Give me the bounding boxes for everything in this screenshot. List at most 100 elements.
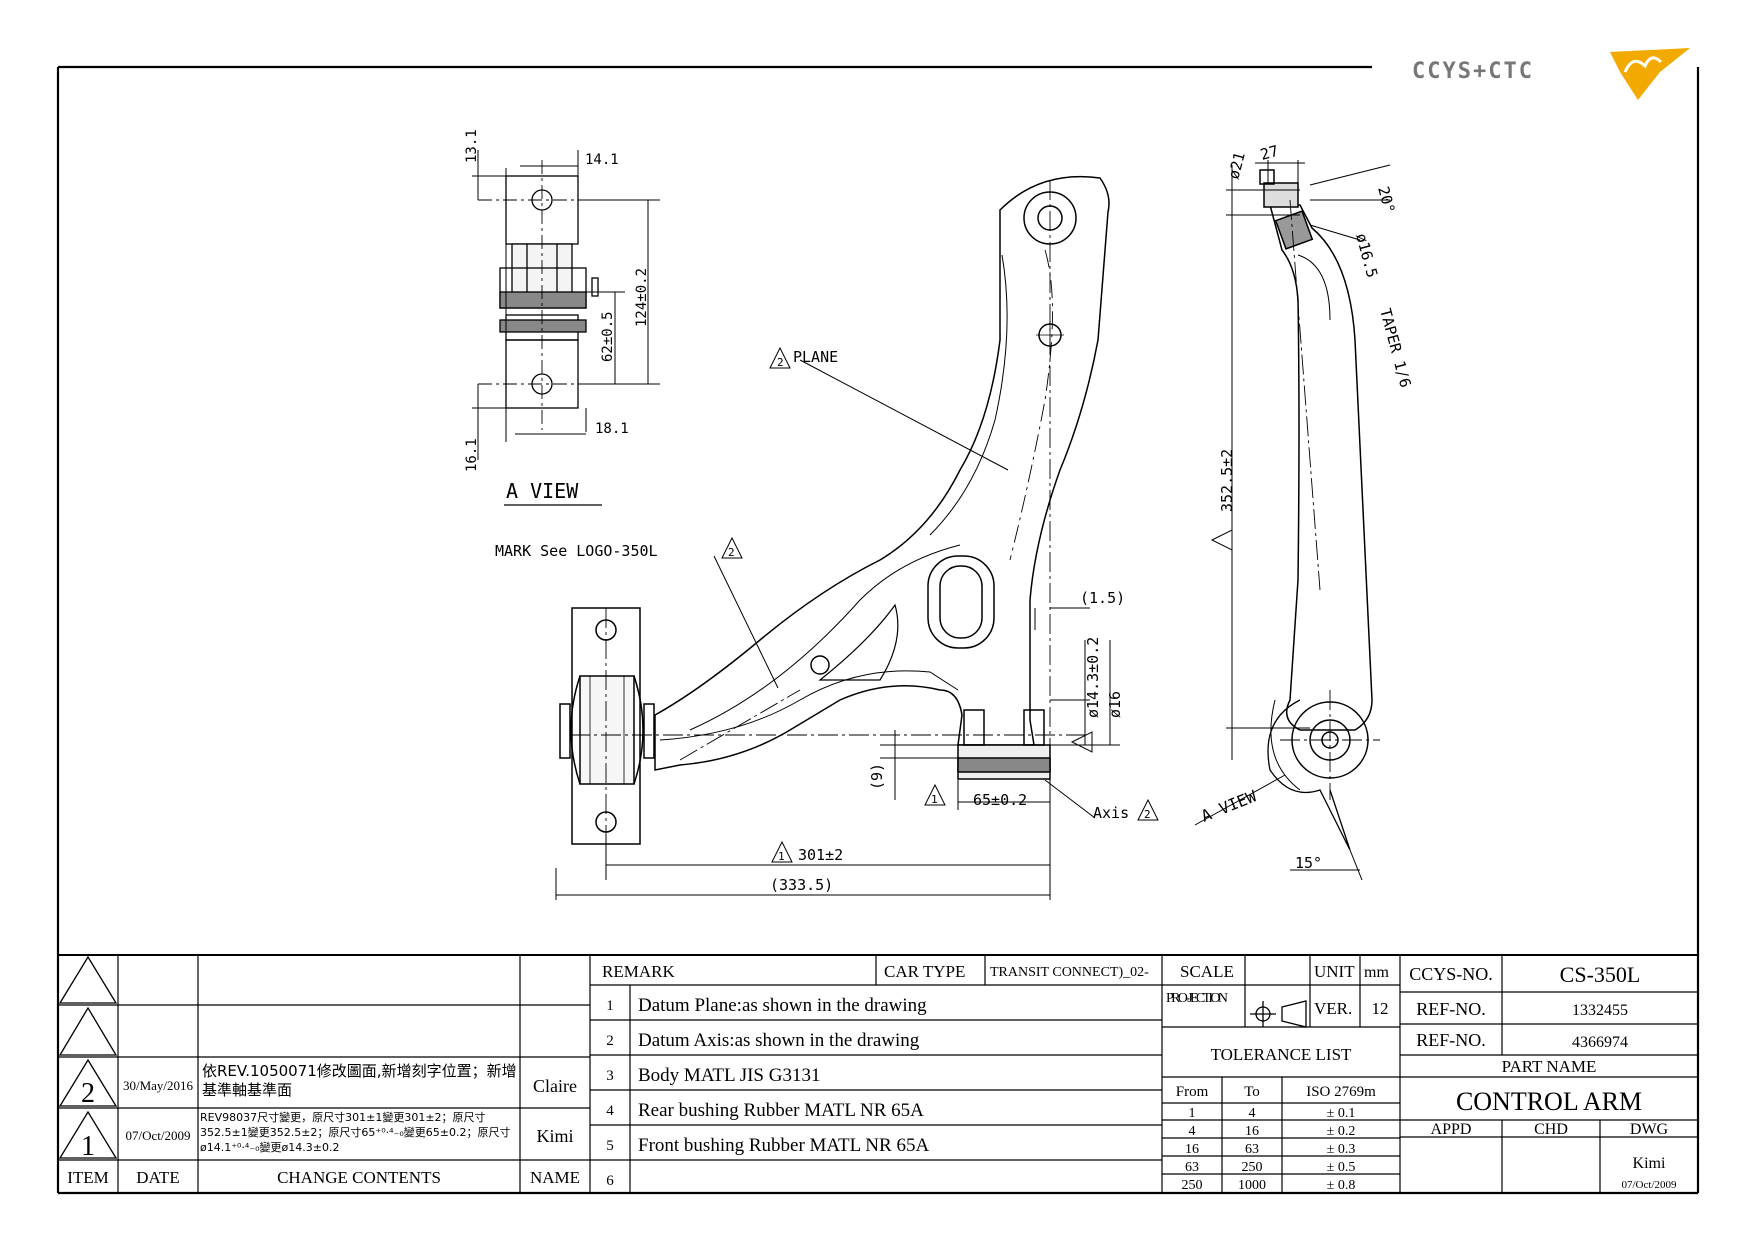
svg-text:4: 4 xyxy=(1189,1124,1196,1139)
dwg-date: 07/Oct/2009 xyxy=(1622,1179,1677,1191)
dim-16-1: 16.1 xyxy=(464,438,480,472)
dim-13-1: 13.1 xyxy=(464,129,480,163)
remark-4: Rear bushing Rubber MATL NR 65A xyxy=(638,1100,924,1121)
dim-301-flag: 1 xyxy=(778,850,785,863)
ver-value: 12 xyxy=(1372,999,1389,1018)
revision-2-date: 30/May/2016 xyxy=(123,1078,194,1093)
unit-label: UNIT xyxy=(1314,962,1355,981)
spec-block: SCALE UNIT mm PRO-JECTION VER. 12 TOLERA… xyxy=(1166,962,1389,1193)
dwg-label: DWG xyxy=(1630,1121,1669,1138)
plane-flag: 2 xyxy=(777,356,784,369)
svg-text:4: 4 xyxy=(1249,1106,1256,1121)
flag-1: 1 xyxy=(931,793,938,806)
dim-20deg: 20° xyxy=(1374,184,1398,215)
main-view-labels: 2 PLANE MARK See LOGO-350L 2 (1.5) ø14.3… xyxy=(495,346,1159,894)
svg-text:5: 5 xyxy=(606,1138,614,1154)
revision-1-date: 07/Oct/2009 xyxy=(126,1128,191,1143)
svg-text:2: 2 xyxy=(606,1033,614,1049)
svg-text:1: 1 xyxy=(1189,1106,1196,1121)
a-view-title: A VIEW xyxy=(506,479,579,503)
part-name-value: CONTROL ARM xyxy=(1456,1087,1642,1116)
ccys-no-label: CCYS-NO. xyxy=(1409,964,1493,984)
dim-14-1: 14.1 xyxy=(585,152,619,168)
header-name: NAME xyxy=(530,1168,580,1187)
dim-124: 124±0.2 xyxy=(634,268,650,327)
svg-text:16: 16 xyxy=(1245,1124,1259,1139)
revision-2-item: 2 xyxy=(81,1078,95,1109)
dim-65: 65±0.2 xyxy=(973,791,1027,809)
dim-27: 27 xyxy=(1258,142,1280,164)
dim-62: 62±0.5 xyxy=(600,311,616,362)
header-item: ITEM xyxy=(67,1168,109,1187)
side-a-view-label: A VIEW xyxy=(1198,786,1259,825)
ref-no-value-1: 1332455 xyxy=(1572,1002,1628,1019)
dim-352-5: 352.5±2 xyxy=(1218,449,1236,512)
projection-symbol-icon xyxy=(1250,1000,1307,1028)
ref-no-label-1: REF-NO. xyxy=(1416,999,1486,1019)
remark-table: REMARK CAR TYPE TRANSIT CONNECT)_02- 1 D… xyxy=(602,962,1149,1189)
dim-9: (9) xyxy=(868,763,886,790)
revision-1-name: Kimi xyxy=(536,1126,573,1146)
chd-label: CHD xyxy=(1534,1121,1568,1138)
control-arm-main-view xyxy=(559,175,1110,880)
svg-text:± 0.5: ± 0.5 xyxy=(1327,1160,1356,1175)
svg-text:± 0.8: ± 0.8 xyxy=(1327,1178,1356,1193)
dim-15deg: 15° xyxy=(1295,854,1322,872)
svg-text:To: To xyxy=(1244,1084,1260,1100)
svg-text:ISO 2769m: ISO 2769m xyxy=(1306,1084,1376,1100)
revision-table: 2 30/May/2016 依REV.1050071修改圖面,新增刻字位置；新增… xyxy=(67,1062,580,1187)
dwg-name: Kimi xyxy=(1633,1155,1666,1172)
revision-1-item: 1 xyxy=(81,1131,95,1162)
dim-phi16-5: ø16.5 xyxy=(1352,231,1381,279)
dim-phi14-3: ø14.3±0.2 xyxy=(1084,637,1102,718)
revision-2-name: Claire xyxy=(533,1076,577,1096)
a-view-detail xyxy=(472,150,660,460)
svg-text:63: 63 xyxy=(1245,1142,1259,1157)
svg-text:± 0.3: ± 0.3 xyxy=(1327,1142,1356,1157)
remark-5: Front bushing Rubber MATL NR 65A xyxy=(638,1135,929,1156)
revision-2-change: 依REV.1050071修改圖面,新增刻字位置；新增基準軸基準面 xyxy=(202,1062,517,1099)
tolerance-title: TOLERANCE LIST xyxy=(1211,1045,1352,1064)
side-view-labels: ø21 27 20° ø16.5 TAPER 1/6 352.5±2 A VIE… xyxy=(1198,142,1414,872)
dim-333-5: (333.5) xyxy=(770,876,833,894)
car-type-label: CAR TYPE xyxy=(884,962,965,981)
dim-301: 301±2 xyxy=(798,846,843,864)
svg-text:From: From xyxy=(1176,1084,1209,1100)
appd-label: APPD xyxy=(1431,1121,1472,1138)
svg-text:1: 1 xyxy=(606,998,614,1014)
dim-18-1: 18.1 xyxy=(595,421,629,437)
svg-text:CCYS+CTC: CCYS+CTC xyxy=(1412,59,1534,84)
mark-label: MARK See LOGO-350L xyxy=(495,542,658,560)
svg-text:16: 16 xyxy=(1185,1142,1199,1157)
dim-phi16: ø16 xyxy=(1106,691,1124,718)
ref-no-label-2: REF-NO. xyxy=(1416,1030,1486,1050)
remark-2: Datum Axis:as shown in the drawing xyxy=(638,1030,920,1051)
side-view-dimensions xyxy=(1194,160,1391,881)
mark-flag: 2 xyxy=(728,546,735,559)
company-logo: CCYS+CTC xyxy=(1412,48,1690,100)
title-block-grid xyxy=(58,954,1698,1193)
svg-text:3: 3 xyxy=(606,1068,614,1084)
header-date: DATE xyxy=(136,1168,179,1187)
control-arm-side-view xyxy=(1259,169,1380,851)
revision-1-change: REV98037尺寸變更，原尺寸301±1變更301±2；原尺寸352.5±1變… xyxy=(200,1111,511,1154)
axis-flag: 2 xyxy=(1144,808,1151,821)
dim-phi21: ø21 xyxy=(1224,150,1248,181)
scale-label: SCALE xyxy=(1180,962,1234,981)
remark-header: REMARK xyxy=(602,962,675,981)
car-type-value: TRANSIT CONNECT)_02- xyxy=(990,965,1149,980)
ref-no-value-2: 4366974 xyxy=(1572,1034,1628,1051)
svg-text:1000: 1000 xyxy=(1238,1178,1266,1193)
remark-3: Body MATL JIS G3131 xyxy=(638,1065,820,1086)
plane-label: PLANE xyxy=(793,348,838,366)
ver-label: VER. xyxy=(1314,999,1352,1018)
svg-text:250: 250 xyxy=(1242,1160,1263,1175)
ccys-no-value: CS-350L xyxy=(1560,962,1641,987)
logo-mark-icon xyxy=(1610,48,1690,100)
svg-text:63: 63 xyxy=(1185,1160,1199,1175)
svg-text:± 0.2: ± 0.2 xyxy=(1327,1124,1356,1139)
svg-text:6: 6 xyxy=(606,1173,614,1189)
projection-label: PRO-JECTION xyxy=(1166,991,1228,1006)
axis-label: Axis xyxy=(1093,804,1129,822)
